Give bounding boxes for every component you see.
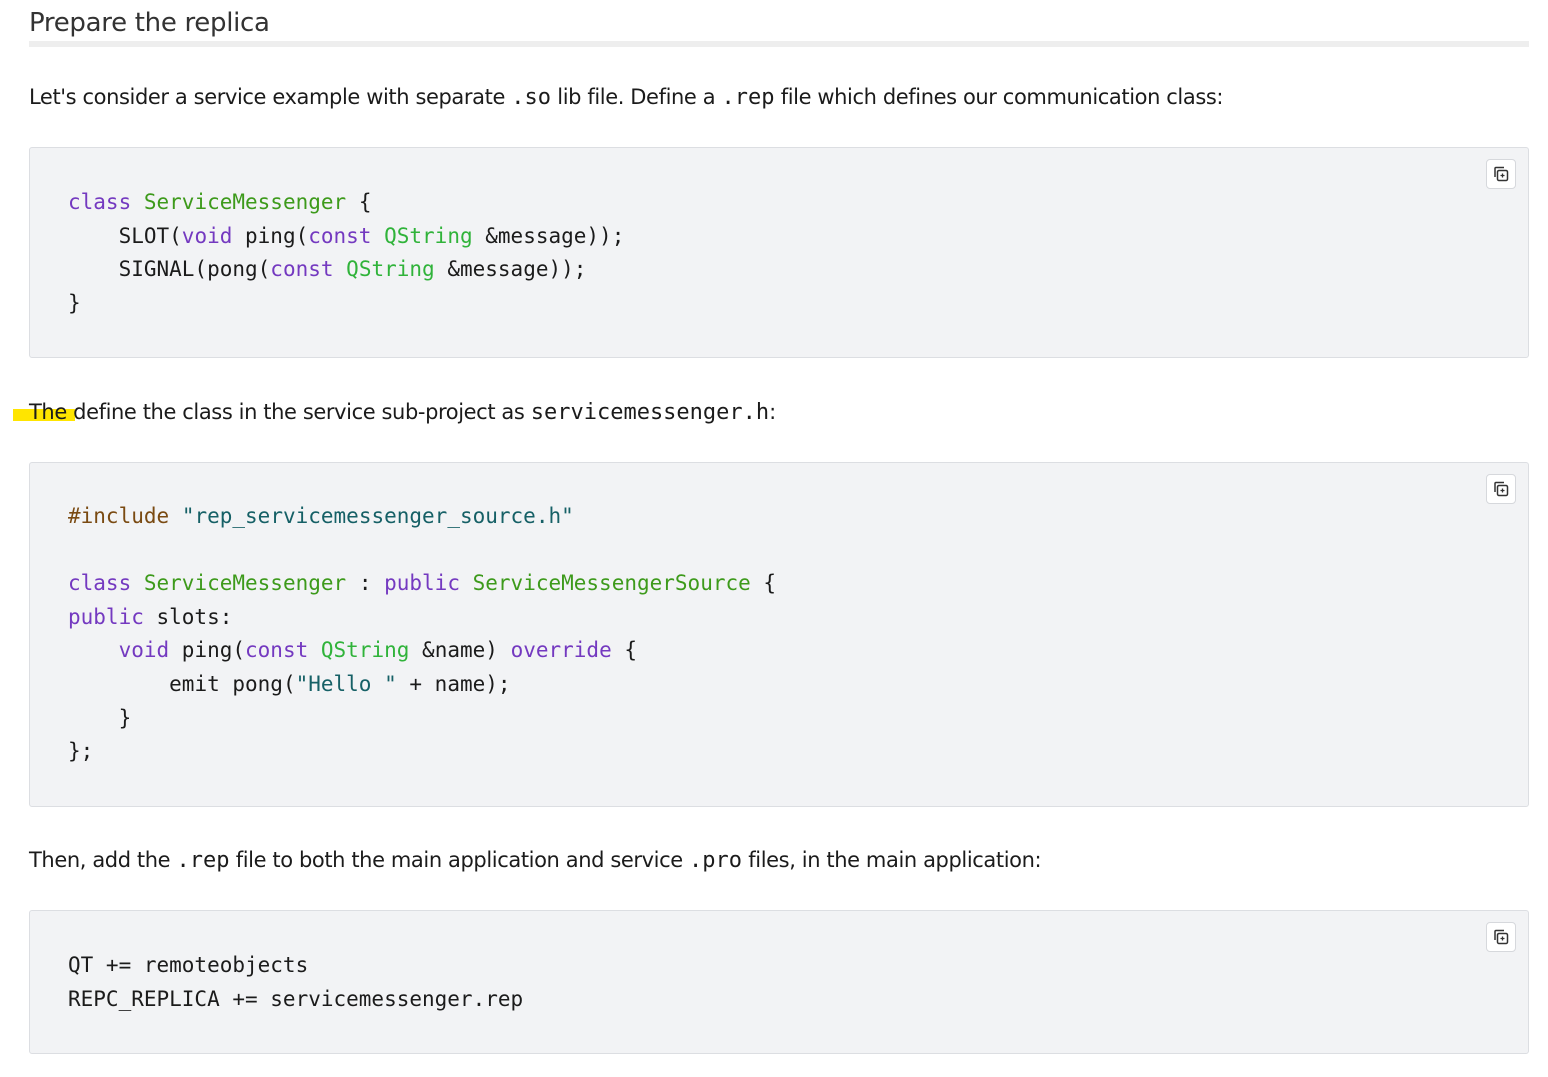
space — [371, 224, 384, 248]
type: ServiceMessenger — [143, 571, 347, 596]
code-text: &message)); — [472, 223, 625, 248]
copy-icon — [1494, 929, 1509, 945]
code-content: #include "rep_servicemessenger_source.h"… — [68, 500, 776, 769]
code-text: slots: — [143, 604, 233, 629]
preprocessor: #include — [68, 504, 170, 528]
code-line: SLOT(void ping(const QString &message)); — [68, 223, 625, 248]
code-line: class ServiceMessenger : public ServiceM… — [68, 571, 776, 595]
text: file to both the main application and se… — [229, 848, 690, 872]
code-text: emit pong( — [169, 671, 296, 696]
keyword: public — [384, 571, 460, 596]
text: Let's consider a service example with se… — [29, 85, 512, 109]
text: The define the class in the service sub-… — [29, 400, 531, 424]
code-content: QT += remoteobjects REPC_REPLICA += serv… — [68, 949, 523, 1016]
indent — [68, 257, 119, 281]
code-line: } — [68, 290, 81, 315]
text: files, in the main application: — [742, 848, 1042, 872]
keyword: override — [510, 638, 612, 663]
type: QString — [346, 257, 435, 282]
code-text: SLOT( — [118, 223, 182, 248]
code-text: ping( — [169, 638, 246, 663]
code-text: &name) — [409, 638, 511, 663]
string: "Hello " — [295, 671, 397, 696]
code-text: { — [346, 190, 372, 214]
code-text: SIGNAL(pong( — [118, 257, 271, 282]
code-text: { — [611, 638, 638, 663]
copy-button[interactable] — [1486, 474, 1516, 504]
highlight-mark — [13, 409, 75, 421]
space — [169, 504, 182, 528]
inline-code-rep: .rep — [721, 85, 775, 110]
space — [308, 638, 321, 662]
space — [460, 571, 473, 595]
keyword: const — [270, 257, 334, 282]
copy-button[interactable] — [1486, 159, 1516, 189]
inline-code-header: servicemessenger.h — [530, 400, 770, 425]
keyword: class — [68, 571, 132, 596]
code-content: class ServiceMessenger { SLOT(void ping(… — [68, 186, 624, 320]
inline-code-rep: .rep — [176, 848, 230, 873]
define-paragraph: The define the class in the service sub-… — [29, 397, 776, 428]
code-line: class ServiceMessenger { — [68, 190, 371, 214]
text: file which defines our communication cla… — [774, 85, 1224, 109]
type: ServiceMessenger — [143, 190, 347, 214]
copy-icon — [1494, 166, 1509, 182]
type: QString — [320, 638, 410, 663]
code-line: QT += remoteobjects — [68, 953, 309, 977]
code-line: public slots: — [68, 605, 232, 629]
code-line: } — [68, 705, 132, 730]
indent — [68, 224, 119, 248]
pro-paragraph: Then, add the .rep file to both the main… — [29, 845, 1042, 876]
keyword: const — [308, 223, 372, 248]
copy-button[interactable] — [1486, 922, 1516, 952]
text: : — [769, 400, 776, 424]
code-block-rep: class ServiceMessenger { SLOT(void ping(… — [29, 147, 1529, 358]
code-line: REPC_REPLICA += servicemessenger.rep — [68, 986, 524, 1011]
code-text: ping( — [232, 223, 309, 248]
code-line: }; — [68, 739, 94, 764]
section-heading: Prepare the replica — [29, 0, 1529, 47]
copy-icon — [1494, 481, 1509, 497]
space — [334, 257, 347, 281]
code-text: : — [346, 571, 385, 596]
code-line: emit pong("Hello " + name); — [68, 671, 511, 696]
string: "rep_servicemessenger_source.h" — [181, 504, 574, 528]
type: QString — [384, 223, 473, 248]
code-line: SIGNAL(pong(const QString &message)); — [68, 257, 587, 282]
keyword: void — [181, 223, 233, 248]
keyword: void — [118, 638, 170, 663]
code-text: { — [750, 571, 777, 596]
text: lib file. Define a — [551, 85, 722, 109]
intro-paragraph: Let's consider a service example with se… — [29, 82, 1223, 113]
inline-code-so: .so — [511, 85, 551, 110]
indent — [68, 638, 119, 662]
space — [131, 571, 144, 595]
text: Then, add the — [29, 848, 177, 872]
indent — [68, 672, 169, 696]
inline-code-pro: .pro — [689, 848, 743, 873]
keyword: public — [68, 604, 144, 629]
code-text: &message)); — [434, 257, 587, 282]
article-section: Prepare the replica Let's consider a ser… — [29, 0, 1529, 1054]
code-line: void ping(const QString &name) override … — [68, 638, 637, 662]
code-block-pro: QT += remoteobjects REPC_REPLICA += serv… — [29, 910, 1529, 1054]
code-text: + name); — [396, 671, 511, 696]
type: ServiceMessengerSource — [472, 571, 751, 596]
keyword: const — [245, 638, 309, 663]
keyword: class — [68, 190, 132, 214]
code-line: #include "rep_servicemessenger_source.h" — [68, 504, 574, 528]
code-block-header: #include "rep_servicemessenger_source.h"… — [29, 462, 1529, 807]
